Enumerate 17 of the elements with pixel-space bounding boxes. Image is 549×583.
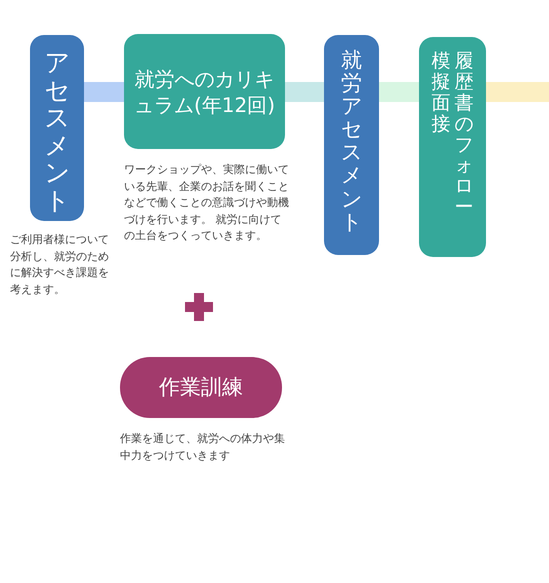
step-title: 模擬面接: [432, 51, 450, 135]
step-title: 履歴書のフォロー: [454, 51, 474, 218]
step-title: 就労アセスメント: [341, 49, 362, 234]
description-text: ご利用者様について分析し、就労のために解決すべき課題を考えます。: [10, 232, 110, 298]
vertical-step-box: [30, 35, 84, 221]
vertical-step-box: [324, 35, 379, 255]
vertical-step-box: [419, 37, 486, 257]
step-title: アセスメント: [44, 49, 70, 214]
step-box: [124, 34, 285, 149]
step-title: 作業訓練: [159, 374, 243, 401]
step-title: 就労へのカリキュラム(年12回): [132, 66, 276, 118]
description-text: 作業を通じて、就労への体力や集中力をつけていきます: [120, 431, 286, 464]
connector-bar: [285, 82, 324, 102]
description-text: ワークショップや、実際に働いている先輩、企業のお話を聞くことなどで働くことの意識づけや動機づけを行います。 就労に向けての土台をつくっていきます。: [124, 162, 289, 244]
connector-bar: [84, 82, 124, 102]
connector-bar: [486, 82, 549, 102]
connector-bar: [379, 82, 419, 102]
